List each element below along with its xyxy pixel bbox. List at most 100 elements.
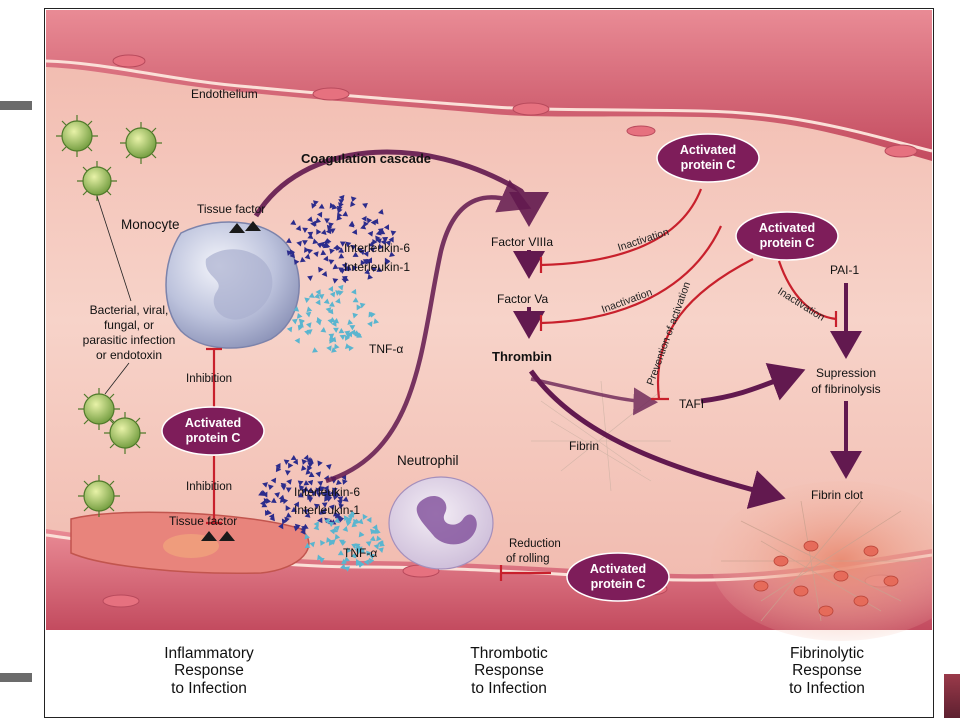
cytokine-particle bbox=[293, 259, 300, 265]
cytokine-particle bbox=[284, 470, 291, 476]
cytokine-particle bbox=[298, 321, 304, 328]
cytokine-particle bbox=[316, 492, 322, 498]
cytokine-particle bbox=[320, 327, 327, 333]
tafi-label: TAFI bbox=[679, 397, 704, 411]
cytokine-particle bbox=[328, 333, 335, 339]
activated-protein-c-badge-3: Activated protein C bbox=[735, 211, 839, 261]
cytokine-particle bbox=[368, 557, 375, 564]
cytokine-particle bbox=[354, 543, 361, 549]
cytokine-particle bbox=[337, 499, 343, 506]
cytokine-particle bbox=[347, 319, 353, 326]
cytokine-particle bbox=[308, 458, 314, 464]
cytokine-particle bbox=[382, 237, 389, 243]
cytokine-particle bbox=[367, 230, 374, 237]
cytokine-particle bbox=[361, 215, 367, 222]
cytokine-particle bbox=[275, 463, 281, 469]
cytokine-particle bbox=[334, 517, 340, 524]
cytokine-particle bbox=[337, 550, 344, 556]
tissue-factor-bottom-label: Tissue factor bbox=[169, 514, 237, 528]
cytokine-particle bbox=[372, 238, 378, 245]
cytokine-particle bbox=[283, 459, 290, 465]
cytokine-particle bbox=[326, 224, 333, 231]
cytokine-particle bbox=[301, 465, 307, 471]
cytokine-particle bbox=[356, 332, 363, 338]
cytokine-particle bbox=[325, 464, 332, 470]
thrombotic-caption-line3: to Infection bbox=[471, 680, 547, 697]
pathogen-leader-lines bbox=[96, 195, 132, 395]
cytokine-particle bbox=[316, 211, 323, 218]
cytokine-particle bbox=[307, 462, 314, 468]
cytokine-particle bbox=[373, 218, 379, 225]
cytokine-particle bbox=[385, 240, 391, 246]
cytokine-particle bbox=[324, 218, 330, 224]
badge-2-line1: Activated bbox=[680, 143, 736, 157]
cytokine-particle bbox=[258, 490, 265, 496]
cytokine-particle bbox=[338, 247, 344, 253]
cytokine-particle bbox=[304, 542, 311, 549]
cytokine-particle bbox=[302, 523, 309, 529]
cytokine-particle bbox=[332, 278, 339, 284]
cytokine-particle bbox=[300, 528, 306, 535]
reduction-label-line1: Reduction bbox=[509, 538, 561, 550]
cytokine-particle bbox=[337, 290, 344, 296]
cytokine-particle bbox=[323, 485, 329, 492]
cytokine-particle bbox=[356, 304, 362, 311]
cytokine-particle bbox=[363, 559, 370, 566]
cytokine-particle bbox=[325, 489, 331, 495]
cytokine-particle bbox=[321, 491, 327, 497]
cytokine-particle bbox=[357, 518, 364, 525]
cytokine-particle bbox=[369, 553, 375, 560]
cytokine-particle bbox=[268, 513, 275, 520]
cytokine-particle bbox=[320, 540, 326, 546]
infection-label-line1: Bacterial, viral, bbox=[90, 303, 169, 317]
cytokine-particle bbox=[291, 506, 297, 512]
cytokine-particle bbox=[343, 265, 350, 272]
cytokine-particle bbox=[346, 547, 352, 554]
cytokine-particle bbox=[339, 334, 346, 340]
cytokine-particle bbox=[311, 202, 317, 209]
cytokine-particle bbox=[304, 246, 310, 253]
pathogen-particles bbox=[56, 115, 162, 517]
cytokine-particle bbox=[262, 491, 268, 498]
cytokine-particle bbox=[358, 531, 365, 538]
cytokine-particle bbox=[326, 345, 332, 352]
cytokine-particle bbox=[376, 266, 383, 272]
fibrinolytic-caption-line3: to Infection bbox=[789, 680, 865, 697]
cytokine-particle bbox=[379, 229, 386, 235]
cytokine-particle bbox=[307, 216, 313, 223]
cytokine-particle bbox=[352, 297, 359, 303]
cytokine-particle bbox=[303, 480, 310, 486]
cytokine-particle bbox=[308, 292, 315, 298]
cytokine-particle bbox=[323, 238, 330, 244]
inflammatory-caption-line3: to Infection bbox=[171, 680, 247, 697]
cytokine-particle bbox=[298, 485, 305, 491]
cytokine-particle bbox=[298, 318, 305, 325]
cytokine-particle bbox=[302, 240, 308, 246]
cytokine-particle bbox=[351, 288, 357, 295]
cytokine-particle bbox=[334, 343, 340, 350]
cytokine-particle bbox=[328, 222, 334, 228]
cytokine-particle bbox=[323, 255, 329, 262]
cytokine-particle bbox=[348, 220, 355, 226]
cytokine-particle bbox=[366, 516, 372, 523]
cytokine-particle bbox=[331, 347, 337, 353]
inhibition-lines bbox=[206, 188, 838, 581]
left-accent-bar-top bbox=[0, 101, 32, 110]
cytokine-particle bbox=[329, 202, 335, 209]
cytokine-particle bbox=[326, 537, 332, 543]
tnf-bottom-label: TNF-α bbox=[343, 546, 377, 560]
cytokine-particle bbox=[363, 251, 369, 257]
infection-label-line2: fungal, or bbox=[104, 318, 154, 332]
cytokine-particle bbox=[330, 489, 336, 496]
cytokine-particle bbox=[362, 513, 368, 520]
cytokine-particle bbox=[378, 208, 384, 215]
cytokine-particle bbox=[304, 512, 311, 518]
cytokine-particle bbox=[302, 227, 309, 233]
cytokine-particle bbox=[324, 242, 331, 249]
cytokine-particle bbox=[306, 322, 312, 329]
cytokine-particle bbox=[302, 508, 309, 515]
cytokine-particle bbox=[340, 540, 347, 547]
badge-4-line1: Activated bbox=[590, 562, 646, 576]
red-blood-cells bbox=[753, 540, 899, 617]
cytokine-particle bbox=[318, 293, 325, 300]
